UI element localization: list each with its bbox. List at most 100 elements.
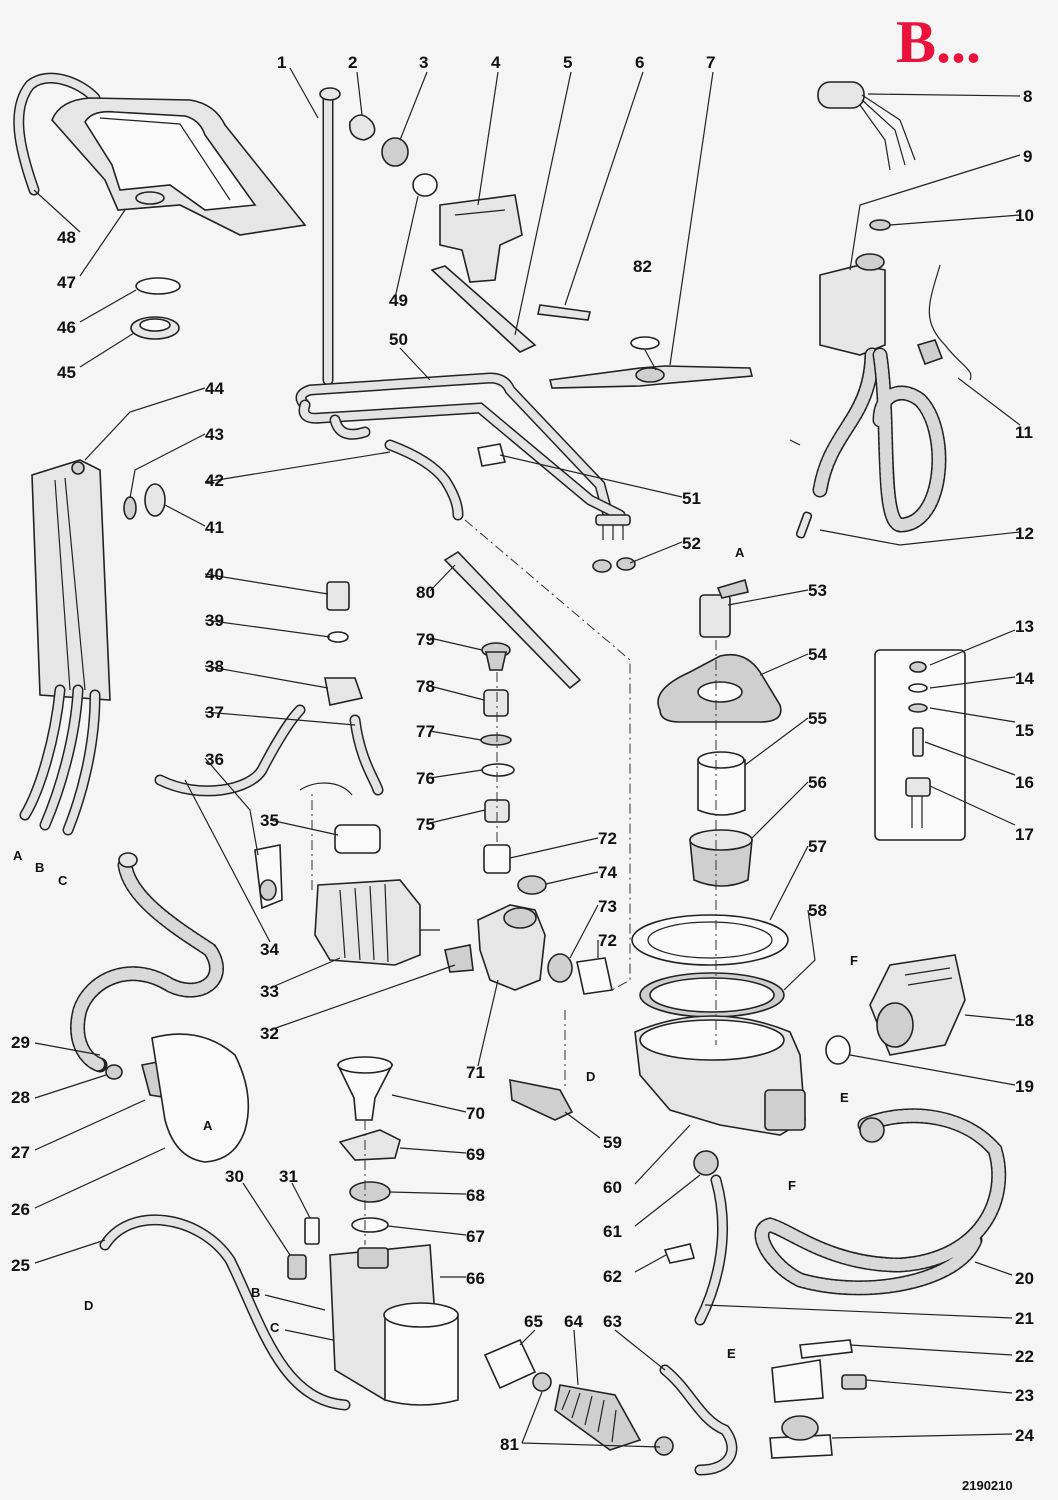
- part-12-sensor: [795, 511, 813, 539]
- callout-42: 42: [205, 471, 224, 490]
- part-drawings: [13, 72, 1007, 1476]
- connector-a-upper-right: A: [735, 545, 745, 560]
- part-65-sleeve: [483, 1338, 537, 1390]
- part-51-clip: [477, 443, 507, 467]
- part-44-side-panel: [31, 459, 111, 701]
- part-4-holder: [439, 194, 523, 283]
- callout-17: 17: [1015, 825, 1034, 844]
- callout-52: 52: [682, 534, 701, 553]
- callout-72: 72: [598, 829, 617, 848]
- part-33-motor: [314, 879, 421, 966]
- callout-22: 22: [1015, 1347, 1034, 1366]
- callout-65: 65: [524, 1312, 543, 1331]
- leader-lines: [33, 67, 1021, 1448]
- part-57-ring: [631, 914, 789, 966]
- callout-82: 82: [633, 257, 652, 276]
- callout-78: 78: [416, 677, 435, 696]
- callout-68: 68: [466, 1186, 485, 1205]
- callout-79: 79: [416, 630, 435, 649]
- callout-56: 56: [808, 773, 827, 792]
- callout-59: 59: [603, 1133, 622, 1152]
- callout-23: 23: [1015, 1386, 1034, 1405]
- callout-36: 36: [205, 750, 224, 769]
- callout-4: 4: [491, 53, 501, 72]
- part-68-nut: [349, 1181, 391, 1203]
- connector-c-left: C: [58, 873, 68, 888]
- connector-a-shield: A: [203, 1118, 213, 1133]
- part-36-hose: [154, 704, 306, 797]
- callout-46: 46: [57, 318, 76, 337]
- callout-16: 16: [1015, 773, 1034, 792]
- part-76: [481, 763, 515, 777]
- part-52-feet: [592, 559, 612, 573]
- callout-34: 34: [260, 940, 279, 959]
- callout-49: 49: [389, 291, 408, 310]
- callout-70: 70: [466, 1104, 485, 1123]
- connector-a-left: A: [13, 848, 23, 863]
- callout-32: 32: [260, 1024, 279, 1043]
- callout-61: 61: [603, 1222, 622, 1241]
- callout-51: 51: [682, 489, 701, 508]
- part-72-upper: [483, 844, 511, 874]
- part-81-clamp-b: [654, 1436, 674, 1456]
- part-19-ring: [825, 1035, 851, 1065]
- callout-31: 31: [279, 1167, 298, 1186]
- callout-13: 13: [1015, 617, 1034, 636]
- connector-d-hose: D: [84, 1298, 93, 1313]
- part-43-seal: [123, 496, 137, 520]
- callout-72-second: 72: [598, 931, 617, 950]
- part-8-capacitor: [817, 81, 865, 109]
- callout-39: 39: [205, 611, 224, 630]
- callout-20: 20: [1015, 1269, 1034, 1288]
- part-22-bracket: [771, 1359, 824, 1403]
- callout-numbers: 1 2 3 4 5 6 7 8 9 10 11 12 13 14 15 16 1…: [11, 53, 1034, 1454]
- callout-47: 47: [57, 273, 76, 292]
- part-55-filter: [697, 759, 746, 816]
- part-81-clamp-a: [532, 1372, 552, 1392]
- part-41-nut: [144, 483, 166, 517]
- callout-26: 26: [11, 1200, 30, 1219]
- callout-57: 57: [808, 837, 827, 856]
- part-28-washer: [105, 1064, 123, 1080]
- callout-67: 67: [466, 1227, 485, 1246]
- callout-60: 60: [603, 1178, 622, 1197]
- part-80-lower-spray-arm: [443, 550, 582, 690]
- part-53-valve: [699, 594, 731, 638]
- part-38-valve: [324, 677, 364, 706]
- callout-74: 74: [598, 863, 617, 882]
- callout-10: 10: [1015, 206, 1034, 225]
- callout-8: 8: [1023, 87, 1032, 106]
- connection-letters: A A A A B B C C D D E E F F: [13, 545, 858, 1361]
- part-31-clip: [304, 1217, 320, 1245]
- callout-19: 19: [1015, 1077, 1034, 1096]
- callout-50: 50: [389, 330, 408, 349]
- callout-37: 37: [205, 703, 224, 722]
- callout-35: 35: [260, 811, 279, 830]
- callout-45: 45: [57, 363, 76, 382]
- callout-55: 55: [808, 709, 827, 728]
- part-26-shield: [151, 1033, 250, 1163]
- part-59-connector: [509, 1079, 574, 1121]
- part-11-plug: [916, 339, 944, 366]
- part-23-switch: [841, 1374, 867, 1390]
- callout-2: 2: [348, 53, 357, 72]
- callout-64: 64: [564, 1312, 583, 1331]
- callout-48: 48: [57, 228, 76, 247]
- part-35-capacitor: [334, 824, 381, 854]
- drawing-code: 2190210: [962, 1478, 1013, 1493]
- part-6-bar: [537, 304, 591, 321]
- connector-e-sump: E: [840, 1090, 849, 1105]
- part-49-ring: [412, 173, 438, 197]
- part-73-clamp: [547, 953, 573, 983]
- callout-6: 6: [635, 53, 644, 72]
- connector-b-left: B: [35, 860, 44, 875]
- connector-b-softener: B: [251, 1285, 260, 1300]
- callout-69: 69: [466, 1145, 485, 1164]
- part-61-pressure-switch: [693, 1150, 719, 1176]
- part-39-washer: [327, 631, 349, 643]
- callout-53: 53: [808, 581, 827, 600]
- callout-18: 18: [1015, 1011, 1034, 1030]
- callout-11: 11: [1015, 423, 1033, 442]
- callout-63: 63: [603, 1312, 622, 1331]
